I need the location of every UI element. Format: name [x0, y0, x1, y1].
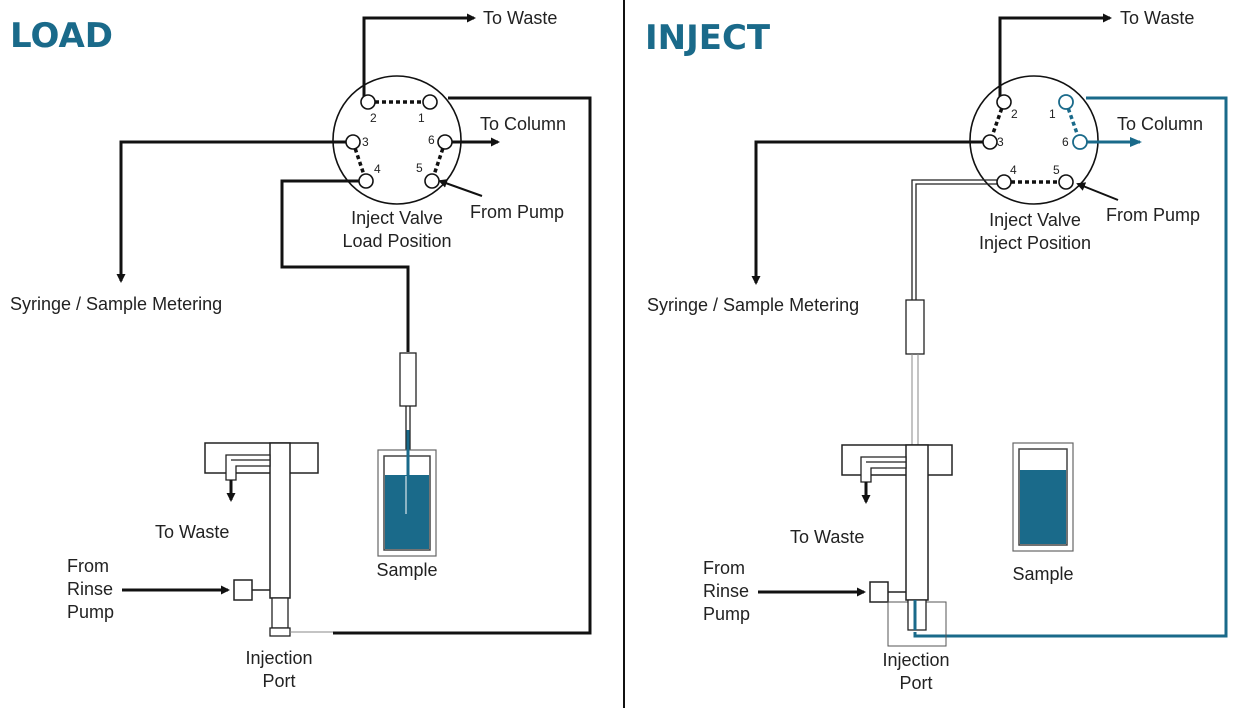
load-port-2	[360, 94, 376, 110]
load-sample-line	[280, 179, 410, 352]
inject-rinse-fitting	[869, 581, 889, 603]
load-waste-top-line	[362, 13, 476, 98]
inject-title: INJECT	[645, 18, 771, 58]
inject-waste-top-line	[998, 13, 1112, 98]
load-rinse-fitting	[233, 579, 253, 601]
inject-label-syringe: Syringe / Sample Metering	[647, 295, 859, 315]
load-label-rinse-2: Rinse	[67, 579, 113, 599]
load-label-rinse-1: From	[67, 556, 109, 576]
inject-port-label-4: 4	[1010, 163, 1017, 177]
inject-port-5	[1058, 174, 1074, 190]
load-port-1	[422, 94, 438, 110]
inject-port-2	[996, 94, 1012, 110]
load-return-line	[333, 96, 592, 635]
inject-label-rinse-2: Rinse	[703, 581, 749, 601]
inject-label-rinse-1: From	[703, 558, 745, 578]
load-label-injection-2: Port	[262, 671, 295, 691]
inject-port-label-6: 6	[1062, 135, 1069, 149]
load-port-3	[345, 134, 361, 150]
load-waste-elbow	[225, 454, 271, 481]
inject-port-4	[996, 174, 1012, 190]
inject-injection-port	[907, 599, 927, 631]
load-port-label-2: 2	[370, 111, 377, 125]
inject-label-injection-1: Injection	[882, 650, 949, 670]
inject-pump-arrow	[1076, 182, 1119, 201]
load-needle-holder	[399, 352, 417, 407]
inject-label-sample: Sample	[1012, 564, 1073, 584]
load-injection-port	[271, 597, 289, 629]
inject-needle-holder	[905, 299, 925, 355]
load-port-4	[358, 173, 374, 189]
load-label-injection-1: Injection	[245, 648, 312, 668]
inject-return-line	[920, 96, 1228, 638]
inject-label-rinse-3: Pump	[703, 604, 750, 624]
inject-label-valve-2: Inject Position	[979, 233, 1091, 253]
load-port-label-1: 1	[418, 111, 425, 125]
load-injection-port-base	[269, 627, 291, 637]
load-port-6	[437, 134, 453, 150]
load-port-label-6: 6	[428, 133, 435, 147]
inject-port-label-1: 1	[1049, 107, 1056, 121]
load-port-5	[424, 173, 440, 189]
load-label-valve-2: Load Position	[342, 231, 451, 251]
inject-panel: INJECT 2 1 3 6 4 5 To Waste To Column Fr…	[645, 8, 1228, 693]
load-label-to-column: To Column	[480, 114, 566, 134]
inject-port-6	[1072, 134, 1088, 150]
inject-syringe-line	[751, 140, 990, 285]
inject-port-label-5: 5	[1053, 163, 1060, 177]
load-port-label-5: 5	[416, 161, 423, 175]
inject-port-1	[1058, 94, 1074, 110]
load-label-valve-1: Inject Valve	[351, 208, 443, 228]
inject-waste-elbow	[860, 456, 907, 483]
load-label-from-pump: From Pump	[470, 202, 564, 222]
inject-label-injection-2: Port	[899, 673, 932, 693]
load-title: LOAD	[10, 16, 113, 56]
load-pump-arrow	[438, 179, 483, 197]
load-label-rinse-3: Pump	[67, 602, 114, 622]
load-label-sample: Sample	[376, 560, 437, 580]
inject-sample-liquid	[1020, 470, 1066, 544]
inject-port-label-2: 2	[1011, 107, 1018, 121]
inject-label-to-waste-top: To Waste	[1120, 8, 1194, 28]
load-panel: LOAD 2 1 3 6 4 5 To Waste To Column From…	[10, 8, 592, 691]
load-label-to-waste-top: To Waste	[483, 8, 557, 28]
inject-sample-line-a	[911, 179, 1002, 300]
inject-label-to-column: To Column	[1117, 114, 1203, 134]
inject-label-from-pump: From Pump	[1106, 205, 1200, 225]
load-port-label-3: 3	[362, 135, 369, 149]
load-label-to-waste-bottom: To Waste	[155, 522, 229, 542]
inject-port-column	[905, 444, 929, 601]
load-port-column	[269, 442, 291, 599]
load-syringe-line	[116, 140, 353, 283]
inject-label-valve-1: Inject Valve	[989, 210, 1081, 230]
inject-label-to-waste-bottom: To Waste	[790, 527, 864, 547]
load-label-syringe: Syringe / Sample Metering	[10, 294, 222, 314]
inject-port-outlet	[913, 632, 924, 638]
inject-port-3	[982, 134, 998, 150]
inject-port-label-3: 3	[997, 135, 1004, 149]
inject-sample-line-b	[915, 183, 1002, 300]
load-port-label-4: 4	[374, 162, 381, 176]
